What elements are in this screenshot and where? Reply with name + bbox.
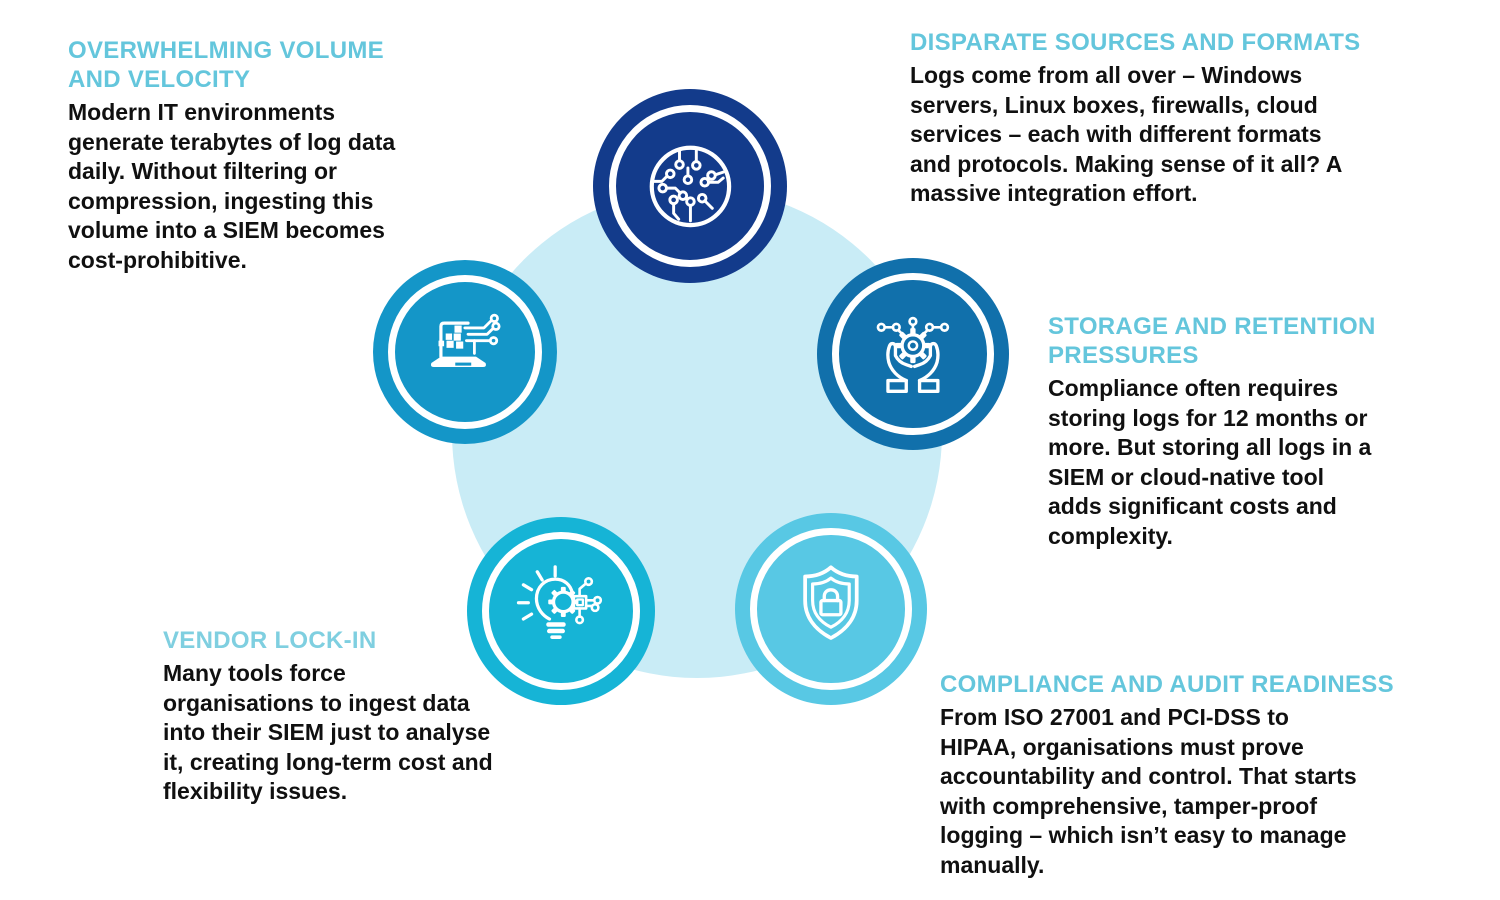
overwhelming-volume-circle — [373, 260, 557, 444]
circuit-board-icon — [649, 145, 731, 227]
volume-velocity-section: OVERWHELMING VOLUME AND VELOCITY Modern … — [68, 36, 498, 275]
volume-velocity-body: Modern IT environments generate terabyte… — [68, 99, 396, 273]
storage-retention-body: Compliance often requires storing logs f… — [1048, 375, 1372, 549]
volume-velocity-heading: OVERWHELMING VOLUME AND VELOCITY — [68, 37, 384, 93]
compliance-audit-circle — [735, 513, 927, 705]
vendor-lockin-circle — [467, 517, 655, 705]
compliance-audit-body: From ISO 27001 and PCI-DSS to HIPAA, org… — [940, 704, 1357, 878]
disparate-sources-circle — [593, 89, 787, 283]
disparate-sources-heading: DISPARATE SOURCES AND FORMATS — [910, 29, 1361, 56]
storage-retention-heading: STORAGE AND RETENTION PRESSURES — [1048, 313, 1376, 369]
laptop-data-icon — [431, 313, 501, 368]
gear-hands-icon — [876, 316, 950, 394]
disparate-sources-body: Logs come from all over – Windows server… — [910, 62, 1343, 206]
storage-retention-section: STORAGE AND RETENTION PRESSURES Complian… — [1048, 312, 1478, 551]
storage-retention-circle — [817, 258, 1009, 450]
vendor-lockin-heading: VENDOR LOCK-IN — [163, 627, 377, 654]
compliance-audit-heading: COMPLIANCE AND AUDIT READINESS — [940, 671, 1394, 698]
disparate-sources-section: DISPARATE SOURCES AND FORMATS Logs come … — [910, 28, 1440, 209]
shield-lock-icon — [803, 565, 859, 640]
compliance-audit-section: COMPLIANCE AND AUDIT READINESS From ISO … — [940, 670, 1470, 880]
vendor-lockin-section: VENDOR LOCK-IN Many tools force organisa… — [163, 626, 593, 807]
vendor-lockin-body: Many tools force organisations to ingest… — [163, 660, 493, 804]
